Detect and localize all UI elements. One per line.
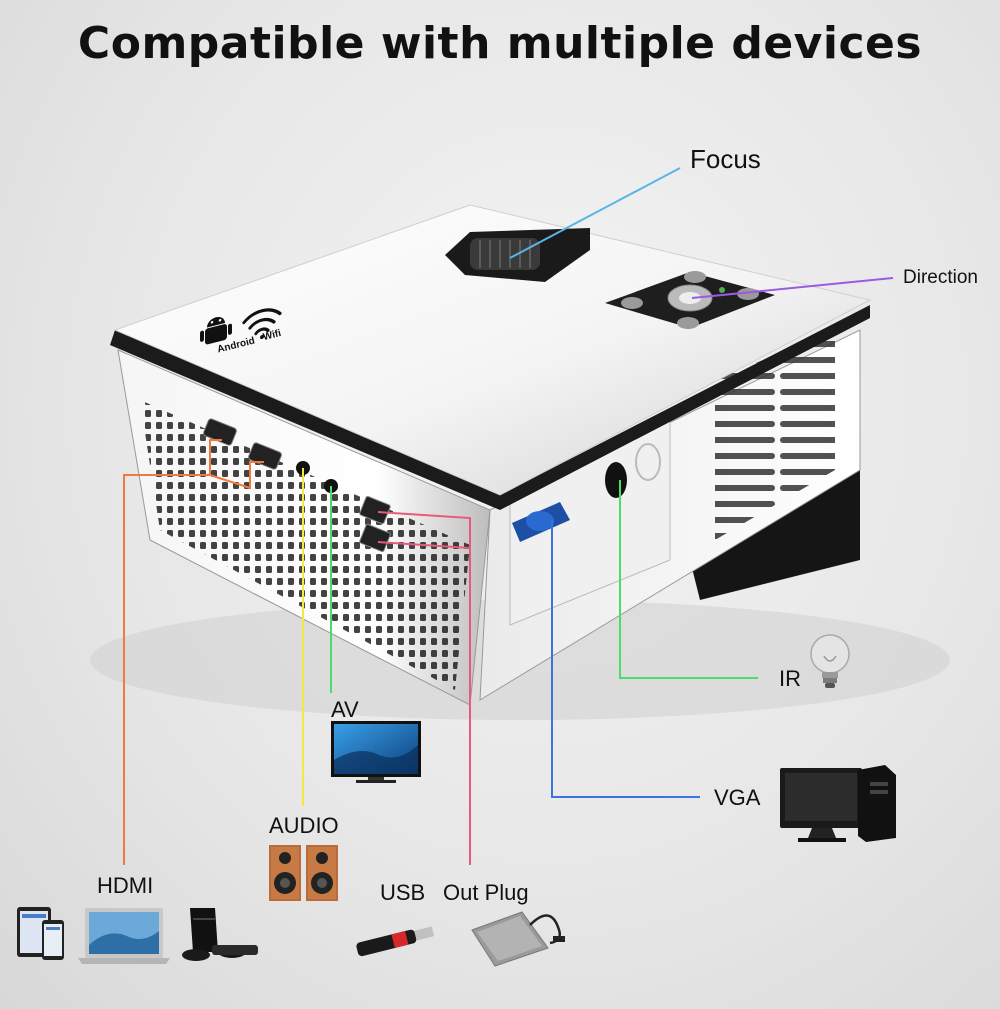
phone-icon — [42, 920, 64, 960]
game-console-icon — [182, 908, 258, 961]
usb-line-2 — [377, 541, 471, 549]
television-icon — [331, 721, 421, 783]
usb-line — [377, 511, 471, 865]
wifi-icon — [242, 308, 282, 340]
ir-label: IR — [779, 666, 801, 691]
hdmi-line-2 — [209, 461, 264, 490]
vga-line — [551, 520, 700, 798]
external-hard-drive-icon — [471, 911, 565, 967]
direction-line — [691, 277, 894, 299]
hdmi-label: HDMI — [97, 873, 154, 898]
direction-label: Direction — [903, 267, 978, 288]
out-plug-label: Out Plug — [443, 880, 529, 905]
focus-label: Focus — [690, 144, 761, 174]
lightbulb-icon — [810, 634, 850, 688]
ir-line — [619, 480, 758, 679]
focus-line — [509, 167, 681, 259]
vga-label: VGA — [714, 785, 761, 810]
page-title: Compatible with multiple devices — [77, 18, 923, 69]
control-pad — [605, 271, 775, 329]
speakers-icon — [269, 845, 338, 901]
android-icon — [200, 316, 232, 345]
desktop-computer-icon — [780, 765, 896, 842]
av-label: AV — [331, 697, 359, 722]
audio-label: AUDIO — [269, 813, 339, 838]
ir-receiver — [605, 462, 627, 498]
usb-flash-drive-icon — [356, 926, 435, 957]
laptop-icon — [78, 908, 170, 964]
vga-port — [512, 502, 570, 542]
usb-label: USB — [380, 880, 426, 905]
